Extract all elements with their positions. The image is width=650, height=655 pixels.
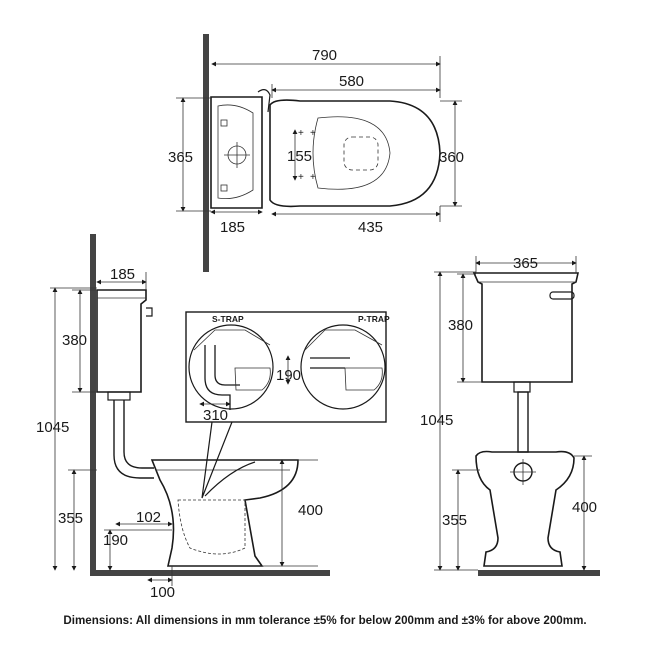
front-floor bbox=[478, 570, 600, 576]
side-pan bbox=[150, 459, 299, 567]
side-handle bbox=[146, 307, 153, 317]
front-handle bbox=[549, 291, 575, 300]
svg-text:+: + bbox=[310, 172, 316, 183]
side-floor bbox=[90, 570, 330, 576]
side-dim-waste-offset: 102 bbox=[136, 509, 161, 526]
front-dim-cistern-width: 365 bbox=[513, 255, 538, 272]
side-dim-waste-centre: 355 bbox=[58, 510, 83, 527]
side-dim-cistern-depth: 185 bbox=[110, 266, 135, 283]
p-trap-dim: 190 bbox=[276, 367, 301, 384]
front-cistern bbox=[472, 272, 579, 383]
plan-dim-cistern-width: 365 bbox=[168, 149, 193, 166]
dimensions-note: Dimensions: All dimensions in mm toleran… bbox=[63, 614, 587, 627]
front-dim-waste-centre: 355 bbox=[442, 512, 467, 529]
side-dim-overall-height: 1045 bbox=[36, 419, 69, 436]
side-dim-outlet-height: 190 bbox=[103, 532, 128, 549]
plan-dim-fixing-centres: 155 bbox=[287, 148, 312, 165]
plan-cistern bbox=[210, 96, 263, 209]
trap-detail-box: S-TRAP P-TRAP 310 190 bbox=[185, 311, 390, 499]
p-trap-label: P-TRAP bbox=[358, 314, 390, 324]
s-trap-dim: 310 bbox=[203, 407, 228, 424]
plan-wall bbox=[203, 34, 209, 272]
plan-dim-cistern-depth: 185 bbox=[220, 219, 245, 236]
s-trap-label: S-TRAP bbox=[212, 314, 244, 324]
plan-handle bbox=[257, 89, 271, 113]
plan-dim-pan-projection: 435 bbox=[358, 219, 383, 236]
side-cistern bbox=[96, 289, 147, 393]
front-view: 365 380 1045 355 400 bbox=[420, 255, 600, 576]
side-wall bbox=[90, 234, 96, 576]
plan-dim-pan-width: 360 bbox=[439, 149, 464, 166]
plan-pan bbox=[269, 99, 441, 208]
plan-view: + + + + 790 580 365 155 360 185 435 bbox=[168, 34, 464, 272]
svg-text:+: + bbox=[298, 128, 304, 139]
plan-outlet-hidden bbox=[343, 136, 379, 171]
front-dim-overall-height: 1045 bbox=[420, 412, 453, 429]
p-trap-detail bbox=[300, 324, 386, 410]
plan-dim-pan-depth: 580 bbox=[339, 73, 364, 90]
front-dim-rim-height: 400 bbox=[572, 499, 597, 516]
plan-dim-overall-depth: 790 bbox=[312, 47, 337, 64]
front-dim-cistern-height: 380 bbox=[448, 317, 473, 334]
svg-text:+: + bbox=[310, 128, 316, 139]
side-dim-outlet-setback: 100 bbox=[150, 584, 175, 601]
side-view: 185 380 1045 355 400 102 190 100 bbox=[36, 234, 390, 601]
svg-text:+: + bbox=[298, 172, 304, 183]
s-trap-detail bbox=[188, 324, 274, 410]
side-dim-cistern-height: 380 bbox=[62, 332, 87, 349]
front-pan bbox=[475, 450, 575, 567]
side-dim-rim-height: 400 bbox=[298, 502, 323, 519]
